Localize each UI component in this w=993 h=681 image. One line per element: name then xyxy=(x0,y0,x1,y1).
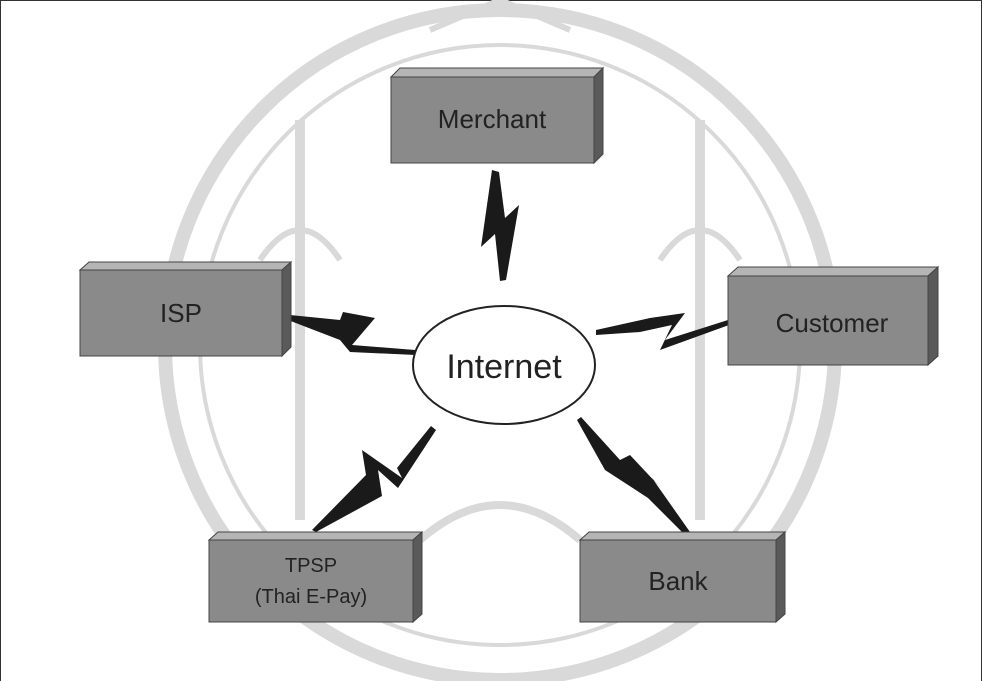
link-tpsp xyxy=(312,426,436,532)
isp-node: ISP xyxy=(78,260,293,358)
connections xyxy=(288,170,729,535)
bank-node: Bank xyxy=(578,530,787,624)
tpsp-label-line1: TPSP xyxy=(285,555,337,577)
merchant-node: Merchant xyxy=(389,66,605,165)
customer-node: Customer xyxy=(726,265,940,367)
bank-label: Bank xyxy=(648,566,708,596)
link-bank xyxy=(577,417,690,535)
tpsp-node: TPSP (Thai E-Pay) xyxy=(207,530,424,624)
link-customer xyxy=(596,313,729,350)
customer-label: Customer xyxy=(776,308,889,338)
isp-label: ISP xyxy=(160,298,202,328)
merchant-label: Merchant xyxy=(438,104,547,134)
internet-label: Internet xyxy=(446,348,562,386)
internet-node: Internet xyxy=(412,305,596,425)
link-merchant xyxy=(481,170,519,281)
tpsp-label-line2: (Thai E-Pay) xyxy=(255,586,367,608)
link-isp xyxy=(288,312,416,355)
